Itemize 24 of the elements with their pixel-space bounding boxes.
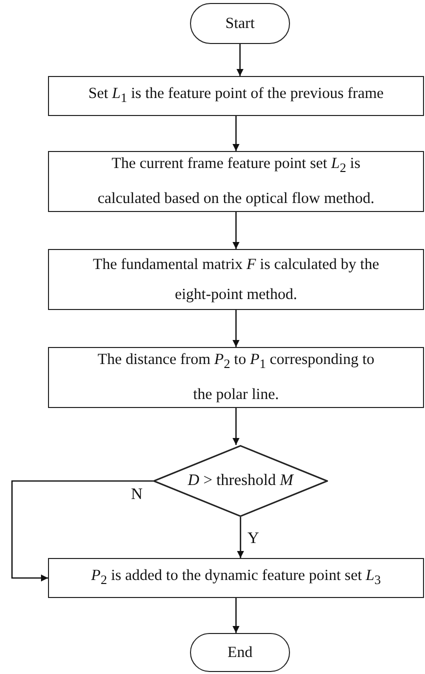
node-text: The fundamental matrix F is calculated by the eight-point method. xyxy=(92,254,380,304)
arrow xyxy=(232,116,240,151)
process-box xyxy=(48,76,424,116)
arrow xyxy=(232,212,240,249)
arrow xyxy=(11,480,153,582)
arrow xyxy=(232,598,240,633)
arrow xyxy=(236,44,244,76)
process-box xyxy=(48,151,424,212)
node-text: Set L$_{1}$ is the feature point of the previous frame xyxy=(88,84,384,108)
node-text: End xyxy=(228,642,252,662)
decision-diamond xyxy=(153,445,328,517)
terminator-shape xyxy=(190,633,290,672)
node-text: The distance from P$_{2}$ to P$_{1}$ corresponding to the polar line. xyxy=(96,350,376,405)
process-box xyxy=(48,347,424,408)
terminator-shape xyxy=(190,3,290,44)
arrow xyxy=(232,408,240,445)
node-text: D > threshold M xyxy=(188,471,294,491)
process-box xyxy=(48,558,424,598)
node-text: Start xyxy=(225,14,255,34)
node-text: P$_{2}$ is added to the dynamic feature point set L$_{3}$ xyxy=(91,566,381,590)
process-box xyxy=(48,249,424,310)
arrow xyxy=(237,517,244,558)
node-text: The current frame feature point set L$_{2}$ is calculated based on the optical flow method. xyxy=(96,154,376,209)
arrow xyxy=(232,310,240,347)
